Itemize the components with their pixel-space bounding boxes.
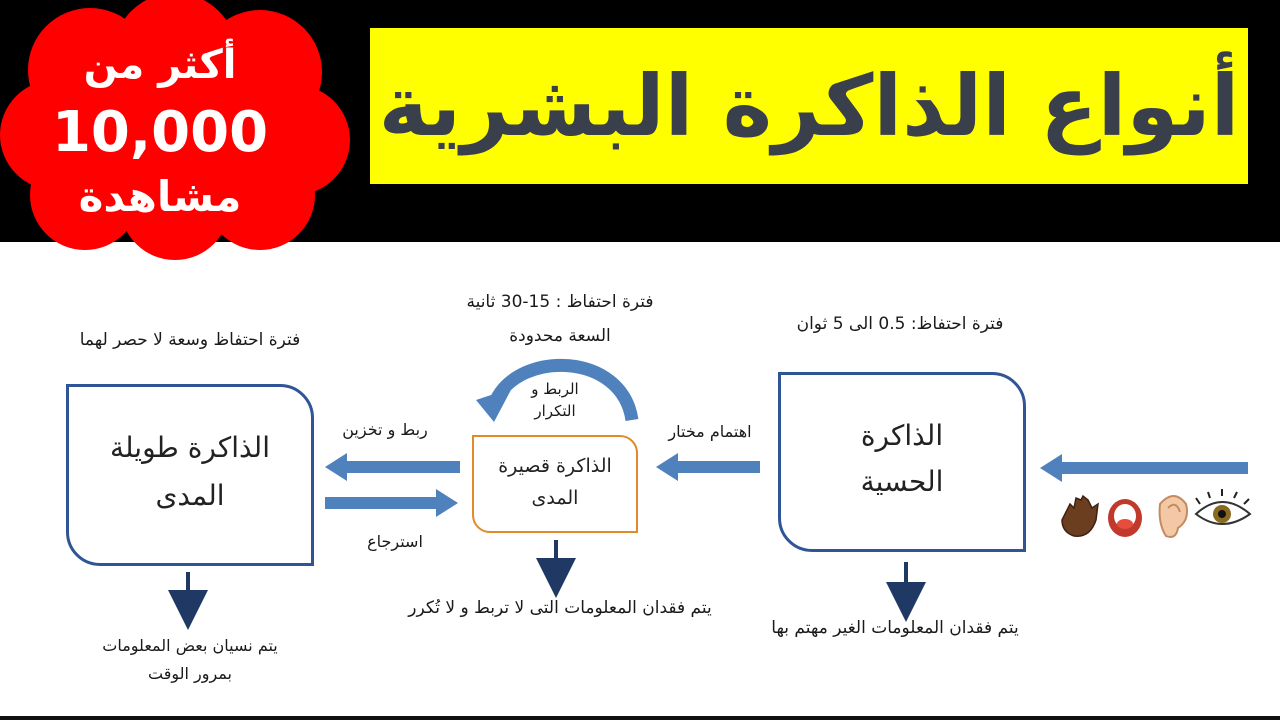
rehearsal-loop-arrow — [476, 358, 639, 422]
encode-arrow — [325, 453, 460, 481]
sensory-memory-box: الذاكرة الحسية — [778, 372, 1026, 552]
diagram-arrows — [168, 358, 1252, 630]
retrieve-arrow — [325, 489, 458, 517]
hand-icon — [1061, 494, 1099, 537]
short-retention: فترة احتفاظ : 15-30 ثانية — [466, 292, 654, 312]
long-box-line2: المدى — [155, 479, 225, 512]
eye-icon — [1194, 489, 1252, 525]
views-badge-cloud — [0, 0, 350, 260]
short-term-memory-box: الذاكرة قصيرة المدى — [472, 435, 638, 533]
badge-line3: مشاهدة — [78, 172, 242, 221]
long-loss-line1: يتم نسيان بعض المعلومات — [102, 636, 278, 655]
ear-icon — [1158, 495, 1188, 538]
page-title: أنواع الذاكرة البشرية — [378, 57, 1240, 155]
attention-arrow — [656, 453, 760, 481]
long-term-memory-box: الذاكرة طويلة المدى — [66, 384, 314, 566]
long-retention: فترة احتفاظ وسعة لا حصر لهما — [79, 330, 301, 350]
short-capacity: السعة محدودة — [509, 326, 611, 346]
sensory-box-line1: الذاكرة — [860, 419, 944, 452]
sensory-retention: فترة احتفاظ: 0.5 الى 5 ثوان — [796, 314, 1004, 334]
bottom-border — [0, 716, 1280, 720]
mouth-icon — [1108, 499, 1142, 537]
input-arrow — [1040, 454, 1248, 482]
retrieve-label: استرجاع — [367, 532, 423, 551]
loop-label-line2: التكرار — [534, 402, 576, 420]
sensory-box-line2: الحسية — [860, 465, 944, 498]
long-box-line1: الذاكرة طويلة — [110, 431, 270, 464]
encode-label: ربط و تخزين — [342, 420, 428, 439]
sensory-loss: يتم فقدان المعلومات الغير مهتم بها — [771, 618, 1019, 638]
badge-line1: أكثر من — [83, 42, 237, 88]
badge-count: 10,000 — [51, 100, 269, 165]
title-banner: أنواع الذاكرة البشرية — [370, 28, 1248, 184]
short-loss: يتم فقدان المعلومات التى لا تربط و لا تُ… — [408, 598, 712, 618]
attention-label: اهتمام مختار — [668, 422, 752, 441]
long-loss-line2: بمرور الوقت — [147, 664, 232, 683]
memory-diagram: فترة احتفاظ: 0.5 الى 5 ثوان الذاكرة الحس… — [0, 242, 1280, 720]
short-box-line1: الذاكرة قصيرة — [498, 455, 612, 477]
short-box-line2: المدى — [531, 487, 579, 509]
loop-label-line1: الربط و — [531, 380, 579, 398]
